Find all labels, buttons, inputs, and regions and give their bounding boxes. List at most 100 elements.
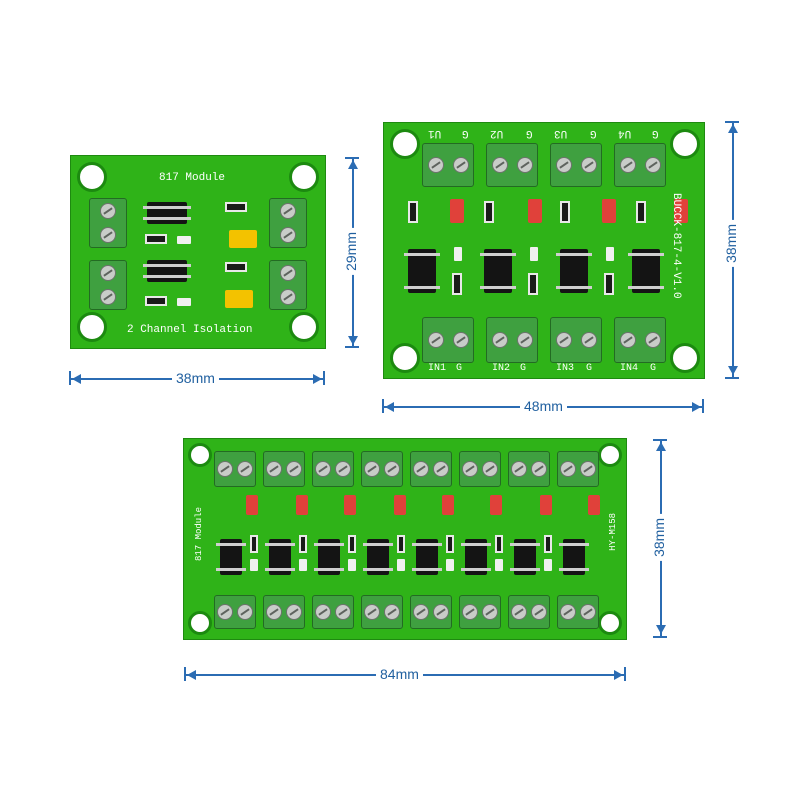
bottom-label: IN3 xyxy=(556,363,575,374)
screw-icon xyxy=(100,227,116,243)
input-terminal xyxy=(459,595,501,629)
screw-icon xyxy=(452,157,469,173)
screw-icon xyxy=(413,604,429,620)
two-channel-board: 817 Module 2 Channel Isolation xyxy=(70,155,326,349)
jumper xyxy=(490,495,502,515)
dimension-tick xyxy=(345,346,359,348)
top-label: U3 xyxy=(554,127,568,139)
resistor xyxy=(397,535,405,553)
led xyxy=(299,559,307,571)
input-terminal xyxy=(557,595,599,629)
screw-icon xyxy=(217,604,233,620)
arrow-down-icon xyxy=(656,625,666,634)
led xyxy=(397,559,405,571)
resistor xyxy=(560,201,570,223)
mount-hole xyxy=(188,611,212,635)
resistor xyxy=(348,535,356,553)
screw-icon xyxy=(280,227,296,243)
top-label: U1 xyxy=(428,127,442,139)
top-label: G xyxy=(652,127,659,139)
input-terminal-3 xyxy=(550,317,602,363)
optocoupler-chip xyxy=(265,539,295,575)
screw-icon xyxy=(413,461,429,477)
bottom-label: G xyxy=(650,363,657,374)
input-terminal-4 xyxy=(614,317,666,363)
jumper xyxy=(588,495,600,515)
input-terminal xyxy=(312,595,354,629)
optocoupler-chip xyxy=(556,249,592,293)
dimension-tick xyxy=(382,399,384,413)
top-label: G xyxy=(462,127,469,139)
arrow-left-icon xyxy=(187,670,196,680)
board-title: 817 Module xyxy=(194,507,204,562)
screw-icon xyxy=(427,157,444,173)
resistor xyxy=(225,202,247,212)
screw-icon xyxy=(482,461,498,477)
four-channel-board: U1 G U2 G U3 G U4 G BUCCK-817-4-V1.0 IN1… xyxy=(383,122,705,379)
screw-icon xyxy=(516,332,533,348)
dimension-tick xyxy=(725,377,739,379)
mount-hole xyxy=(289,312,319,342)
output-terminal xyxy=(361,451,403,487)
resistor xyxy=(145,234,167,244)
input-terminal xyxy=(214,595,256,629)
dimension-tick xyxy=(653,636,667,638)
screw-icon xyxy=(491,157,508,173)
optocoupler-chip xyxy=(404,249,440,293)
screw-icon xyxy=(237,461,253,477)
top-label: U2 xyxy=(490,127,504,139)
resistor xyxy=(484,201,494,223)
jumper xyxy=(296,495,308,515)
jumper xyxy=(344,495,356,515)
height-label: 38mm xyxy=(723,220,739,267)
led xyxy=(606,247,614,261)
jumper xyxy=(674,199,688,223)
height-label: 38mm xyxy=(651,514,667,561)
output-terminal xyxy=(214,451,256,487)
resistor xyxy=(225,262,247,272)
top-label: G xyxy=(526,127,533,139)
optocoupler-chip xyxy=(216,539,246,575)
mount-hole xyxy=(289,162,319,192)
screw-icon xyxy=(462,604,478,620)
screw-icon xyxy=(516,157,533,173)
optocoupler-chip xyxy=(461,539,491,575)
optocoupler-chip xyxy=(363,539,393,575)
mount-hole xyxy=(188,443,212,467)
screw-icon xyxy=(335,604,351,620)
screw-icon xyxy=(560,604,576,620)
eight-channel-board: 817 Module HY-M158 xyxy=(183,438,627,640)
screw-icon xyxy=(266,604,282,620)
screw-icon xyxy=(491,332,508,348)
arrow-down-icon xyxy=(728,366,738,375)
screw-icon xyxy=(384,461,400,477)
screw-icon xyxy=(580,604,596,620)
optocoupler-chip xyxy=(559,539,589,575)
bottom-label: IN4 xyxy=(620,363,639,374)
input-terminal-2 xyxy=(486,317,538,363)
output-terminal-2 xyxy=(269,260,307,310)
bottom-label: G xyxy=(586,363,593,374)
jumper xyxy=(229,230,257,248)
input-terminal-1 xyxy=(422,317,474,363)
screw-icon xyxy=(237,604,253,620)
optocoupler-chip xyxy=(480,249,516,293)
screw-icon xyxy=(511,461,527,477)
screw-icon xyxy=(384,604,400,620)
board-model: HY-M158 xyxy=(608,513,618,551)
screw-icon xyxy=(315,461,331,477)
screw-icon xyxy=(266,461,282,477)
led xyxy=(250,559,258,571)
screw-icon xyxy=(531,604,547,620)
screw-icon xyxy=(280,289,296,305)
bottom-label: G xyxy=(456,363,463,374)
jumper xyxy=(540,495,552,515)
input-terminal xyxy=(410,595,452,629)
top-label: U4 xyxy=(618,127,632,139)
board-title: 817 Module xyxy=(159,172,226,184)
screw-icon xyxy=(555,157,572,173)
jumper xyxy=(602,199,616,223)
output-terminal xyxy=(459,451,501,487)
input-terminal xyxy=(263,595,305,629)
resistor xyxy=(299,535,307,553)
